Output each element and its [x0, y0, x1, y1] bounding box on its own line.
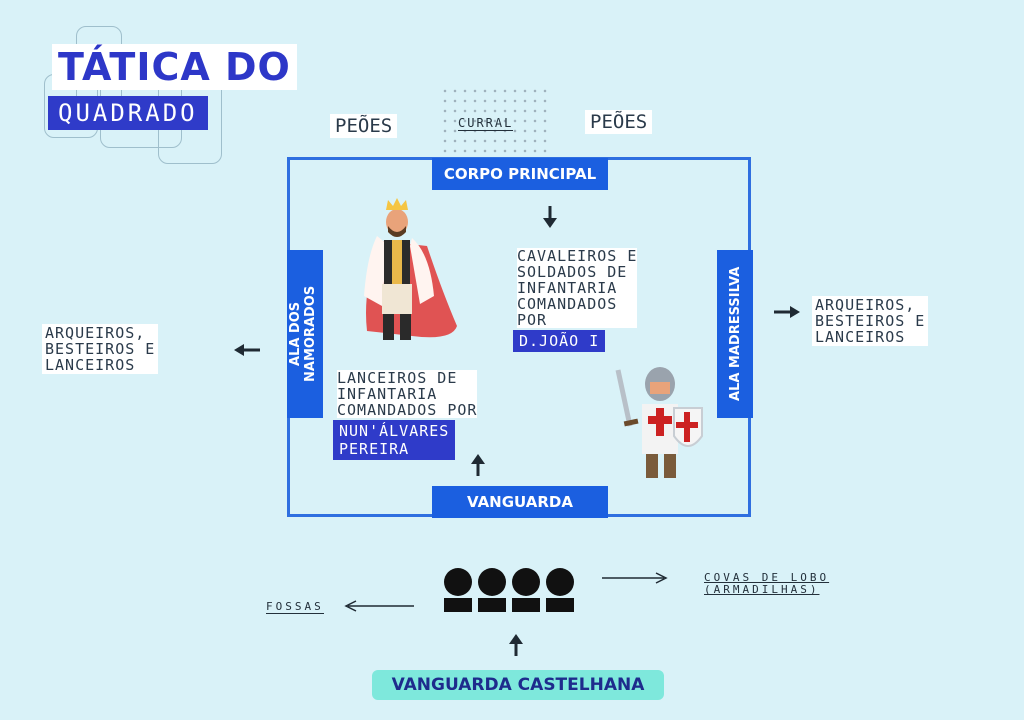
- covas-label: COVAS DE LOBO (ARMADILHAS): [704, 571, 830, 596]
- ala-madressilva-band: ALA MADRESSILVA: [717, 250, 753, 418]
- curral-label: CURRAL: [458, 116, 514, 131]
- curral-dots: [440, 86, 550, 156]
- title-line-2: QUADRADO: [48, 96, 208, 130]
- title-line-1: TÁTICA DO: [52, 44, 297, 90]
- arrow-up-icon: [509, 634, 523, 656]
- vanguarda-band: VANGUARDA: [432, 486, 608, 518]
- corpo-principal-band: CORPO PRINCIPAL: [432, 158, 608, 190]
- side-left-text: ARQUEIROS, BESTEIROS E LANCEIROS: [42, 324, 159, 374]
- arrow-left-icon: [234, 344, 260, 356]
- king-icon: [364, 198, 457, 340]
- arrow-up-icon: [471, 454, 485, 476]
- peoes-left-label: PEÕES: [330, 114, 398, 138]
- lanceiros-text: LANCEIROS DE INFANTARIA COMANDADOS POR: [337, 369, 478, 419]
- peoes-right-label: PEÕES: [585, 110, 653, 134]
- leader-joao-badge: D.JOÃO I: [513, 330, 606, 352]
- ala-namorados-band: ALA DOS NAMORADOS: [287, 250, 323, 418]
- ala-namorados-label: ALA DOS NAMORADOS: [288, 285, 318, 383]
- knight-icon: [615, 367, 703, 478]
- vanguarda-castelhana-label: VANGUARDA CASTELHANA: [372, 670, 664, 700]
- soldiers-icon: [444, 568, 574, 612]
- arrow-right-icon: [602, 572, 668, 584]
- arrow-down-icon: [543, 206, 557, 228]
- fossas-label: FOSSAS: [266, 600, 324, 614]
- arrow-left-icon: [344, 600, 414, 612]
- arrow-right-icon: [774, 306, 800, 318]
- cavaleiros-text: CAVALEIROS E SOLDADOS DE INFANTARIA COMA…: [517, 247, 638, 329]
- side-right-text: ARQUEIROS, BESTEIROS E LANCEIROS: [812, 296, 929, 346]
- ala-madressilva-label: ALA MADRESSILVA: [727, 266, 743, 402]
- leader-nunalvares-badge: NUN'ÁLVARES PEREIRA: [333, 420, 456, 460]
